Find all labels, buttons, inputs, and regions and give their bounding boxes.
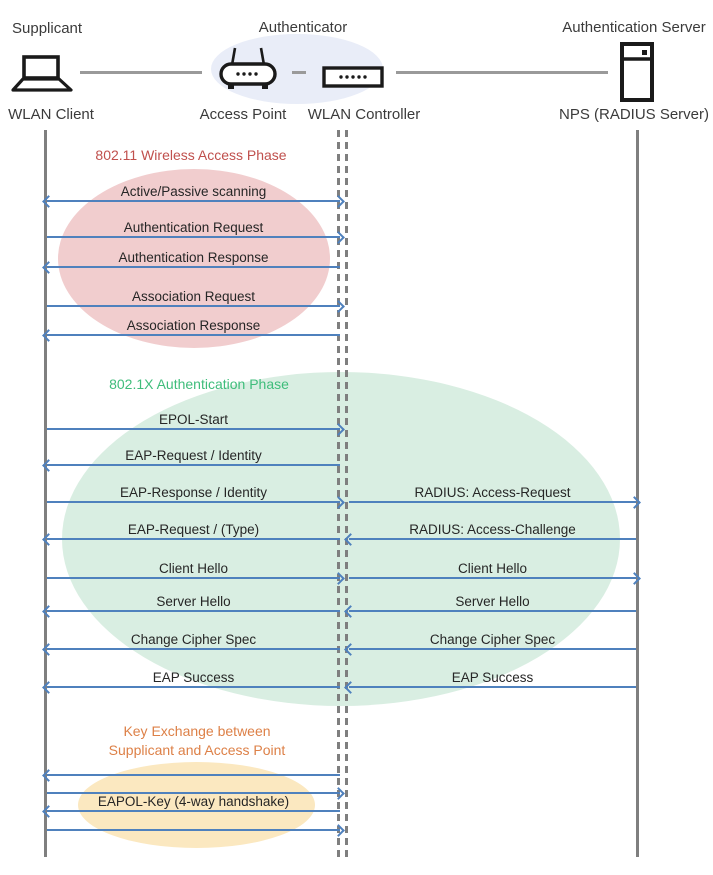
phase3-title: Key Exchange between Supplicant and Acce… [108, 723, 286, 758]
controller-lifeline-left [337, 130, 340, 857]
message-arrow: EAPOL-Key (4-way handshake) [42, 794, 340, 818]
message-label: EPOL-Start [158, 412, 229, 427]
ap-controller-connector [292, 71, 306, 74]
server-lifeline [636, 130, 639, 857]
message-arrow: EAP Success [344, 670, 636, 694]
message-label: Server Hello [156, 594, 231, 609]
message-arrow: RADIUS: Access-Challenge [344, 522, 636, 546]
message-arrow [47, 823, 345, 837]
message-label: EAP Success [152, 670, 235, 685]
message-label: Authentication Response [118, 250, 269, 265]
arrowhead-left-icon [42, 768, 55, 782]
message-arrow: Authentication Response [42, 250, 340, 274]
controller-server-connector [396, 71, 608, 74]
message-label: Active/Passive scanning [120, 184, 267, 199]
phase3-ellipse [78, 762, 315, 848]
message-arrow: EAP-Request / Identity [42, 448, 340, 472]
message-arrow [47, 786, 345, 800]
server-icon [619, 42, 655, 102]
role-label-supplicant: Supplicant [12, 20, 83, 37]
controller-lifeline-right [345, 130, 348, 857]
message-arrow: Association Request [47, 289, 345, 313]
message-label: EAP-Request / Identity [125, 448, 262, 463]
phase1-ellipse [58, 169, 330, 348]
message-arrow: EPOL-Start [47, 412, 345, 436]
message-arrow: Client Hello [47, 561, 345, 585]
message-label: EAP Success [451, 670, 534, 685]
message-label: EAP-Response / Identity [119, 485, 268, 500]
client-ap-connector [80, 71, 202, 74]
phase2-title: 802.1X Authentication Phase [109, 376, 289, 392]
role-label-authentication-server: Authentication Server [562, 19, 706, 36]
message-arrow: Client Hello [349, 561, 641, 585]
message-label: EAP-Request / (Type) [127, 522, 260, 537]
node-label-wlan-controller: WLAN Controller [307, 106, 421, 123]
message-arrow: Change Cipher Spec [344, 632, 636, 656]
network-switch-icon [322, 66, 384, 88]
message-label: Client Hello [158, 561, 229, 576]
message-label: Association Response [126, 318, 261, 333]
supplicant-lifeline [44, 130, 47, 857]
phase1-title: 802.11 Wireless Access Phase [95, 147, 287, 163]
message-label: EAPOL-Key (4-way handshake) [97, 794, 290, 809]
message-arrow: Change Cipher Spec [42, 632, 340, 656]
laptop-icon [10, 54, 74, 94]
message-label: RADIUS: Access-Request [414, 485, 571, 500]
role-label-authenticator: Authenticator [258, 19, 348, 36]
message-label: Client Hello [457, 561, 528, 576]
node-label-nps-radius-server: NPS (RADIUS Server) [558, 106, 710, 123]
message-arrow: RADIUS: Access-Request [349, 485, 641, 509]
message-label: Change Cipher Spec [429, 632, 556, 647]
node-label-access-point: Access Point [199, 106, 287, 123]
message-label: Server Hello [455, 594, 530, 609]
message-arrow: Authentication Request [47, 220, 345, 244]
message-arrow: EAP-Request / (Type) [42, 522, 340, 546]
message-label: Change Cipher Spec [130, 632, 257, 647]
message-arrow: Active/Passive scanning [42, 184, 345, 208]
message-arrow: EAP-Response / Identity [47, 485, 345, 509]
message-arrow [42, 768, 340, 782]
message-label: RADIUS: Access-Challenge [409, 522, 576, 537]
arrowhead-right-icon [332, 823, 345, 837]
node-label-wlan-client: WLAN Client [8, 106, 94, 123]
message-label: Association Request [131, 289, 256, 304]
wireless-router-icon [217, 46, 279, 92]
message-arrow: EAP Success [42, 670, 340, 694]
message-label: Authentication Request [123, 220, 264, 235]
message-arrow: Server Hello [42, 594, 340, 618]
message-arrow: Association Response [42, 318, 340, 342]
message-arrow: Server Hello [344, 594, 636, 618]
